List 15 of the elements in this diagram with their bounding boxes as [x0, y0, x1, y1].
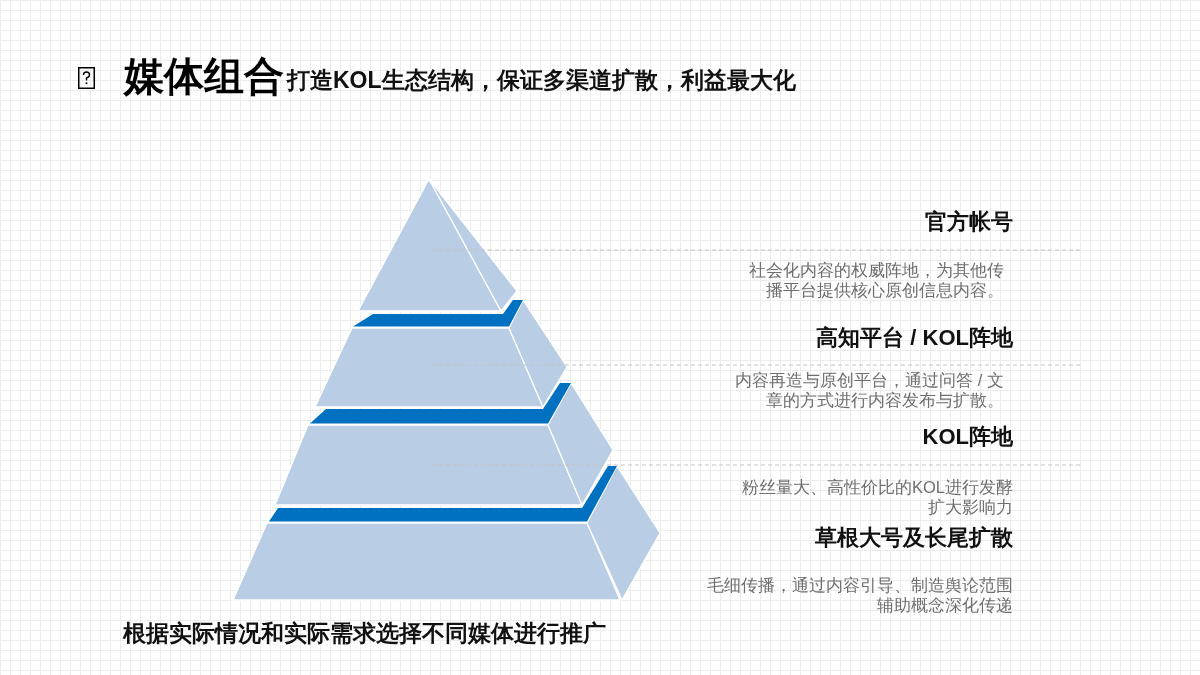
tier-description: 毛细传播，通过内容引导、制造舆论范围辅助概念深化传递	[706, 575, 1013, 615]
pyramid-tier	[232, 465, 661, 601]
tier-description: 粉丝量大、高性价比的KOL进行发酵扩大影响力	[740, 477, 1013, 517]
pyramid-tier	[274, 382, 614, 506]
subtitle: 打造KOL生态结构，保证多渠道扩散，利益最大化	[287, 66, 796, 94]
tier-heading: 草根大号及长尾扩散	[815, 524, 1013, 552]
pyramid-tier	[314, 299, 568, 408]
tier-heading: KOL阵地	[922, 423, 1013, 451]
caption: 根据实际情况和实际需求选择不同媒体进行推广	[123, 619, 606, 647]
tier-heading: 官方帐号	[925, 208, 1013, 236]
title: 媒体组合	[124, 53, 284, 100]
tier-description: 社会化内容的权威阵地，为其他传播平台提供核心原创信息内容。	[748, 260, 1004, 300]
tier-heading: 高知平台 / KOL阵地	[816, 324, 1013, 352]
tier-description: 内容再造与原创平台，通过问答 / 文章的方式进行内容发布与扩散。	[734, 370, 1004, 410]
pyramid-tier	[357, 178, 518, 312]
